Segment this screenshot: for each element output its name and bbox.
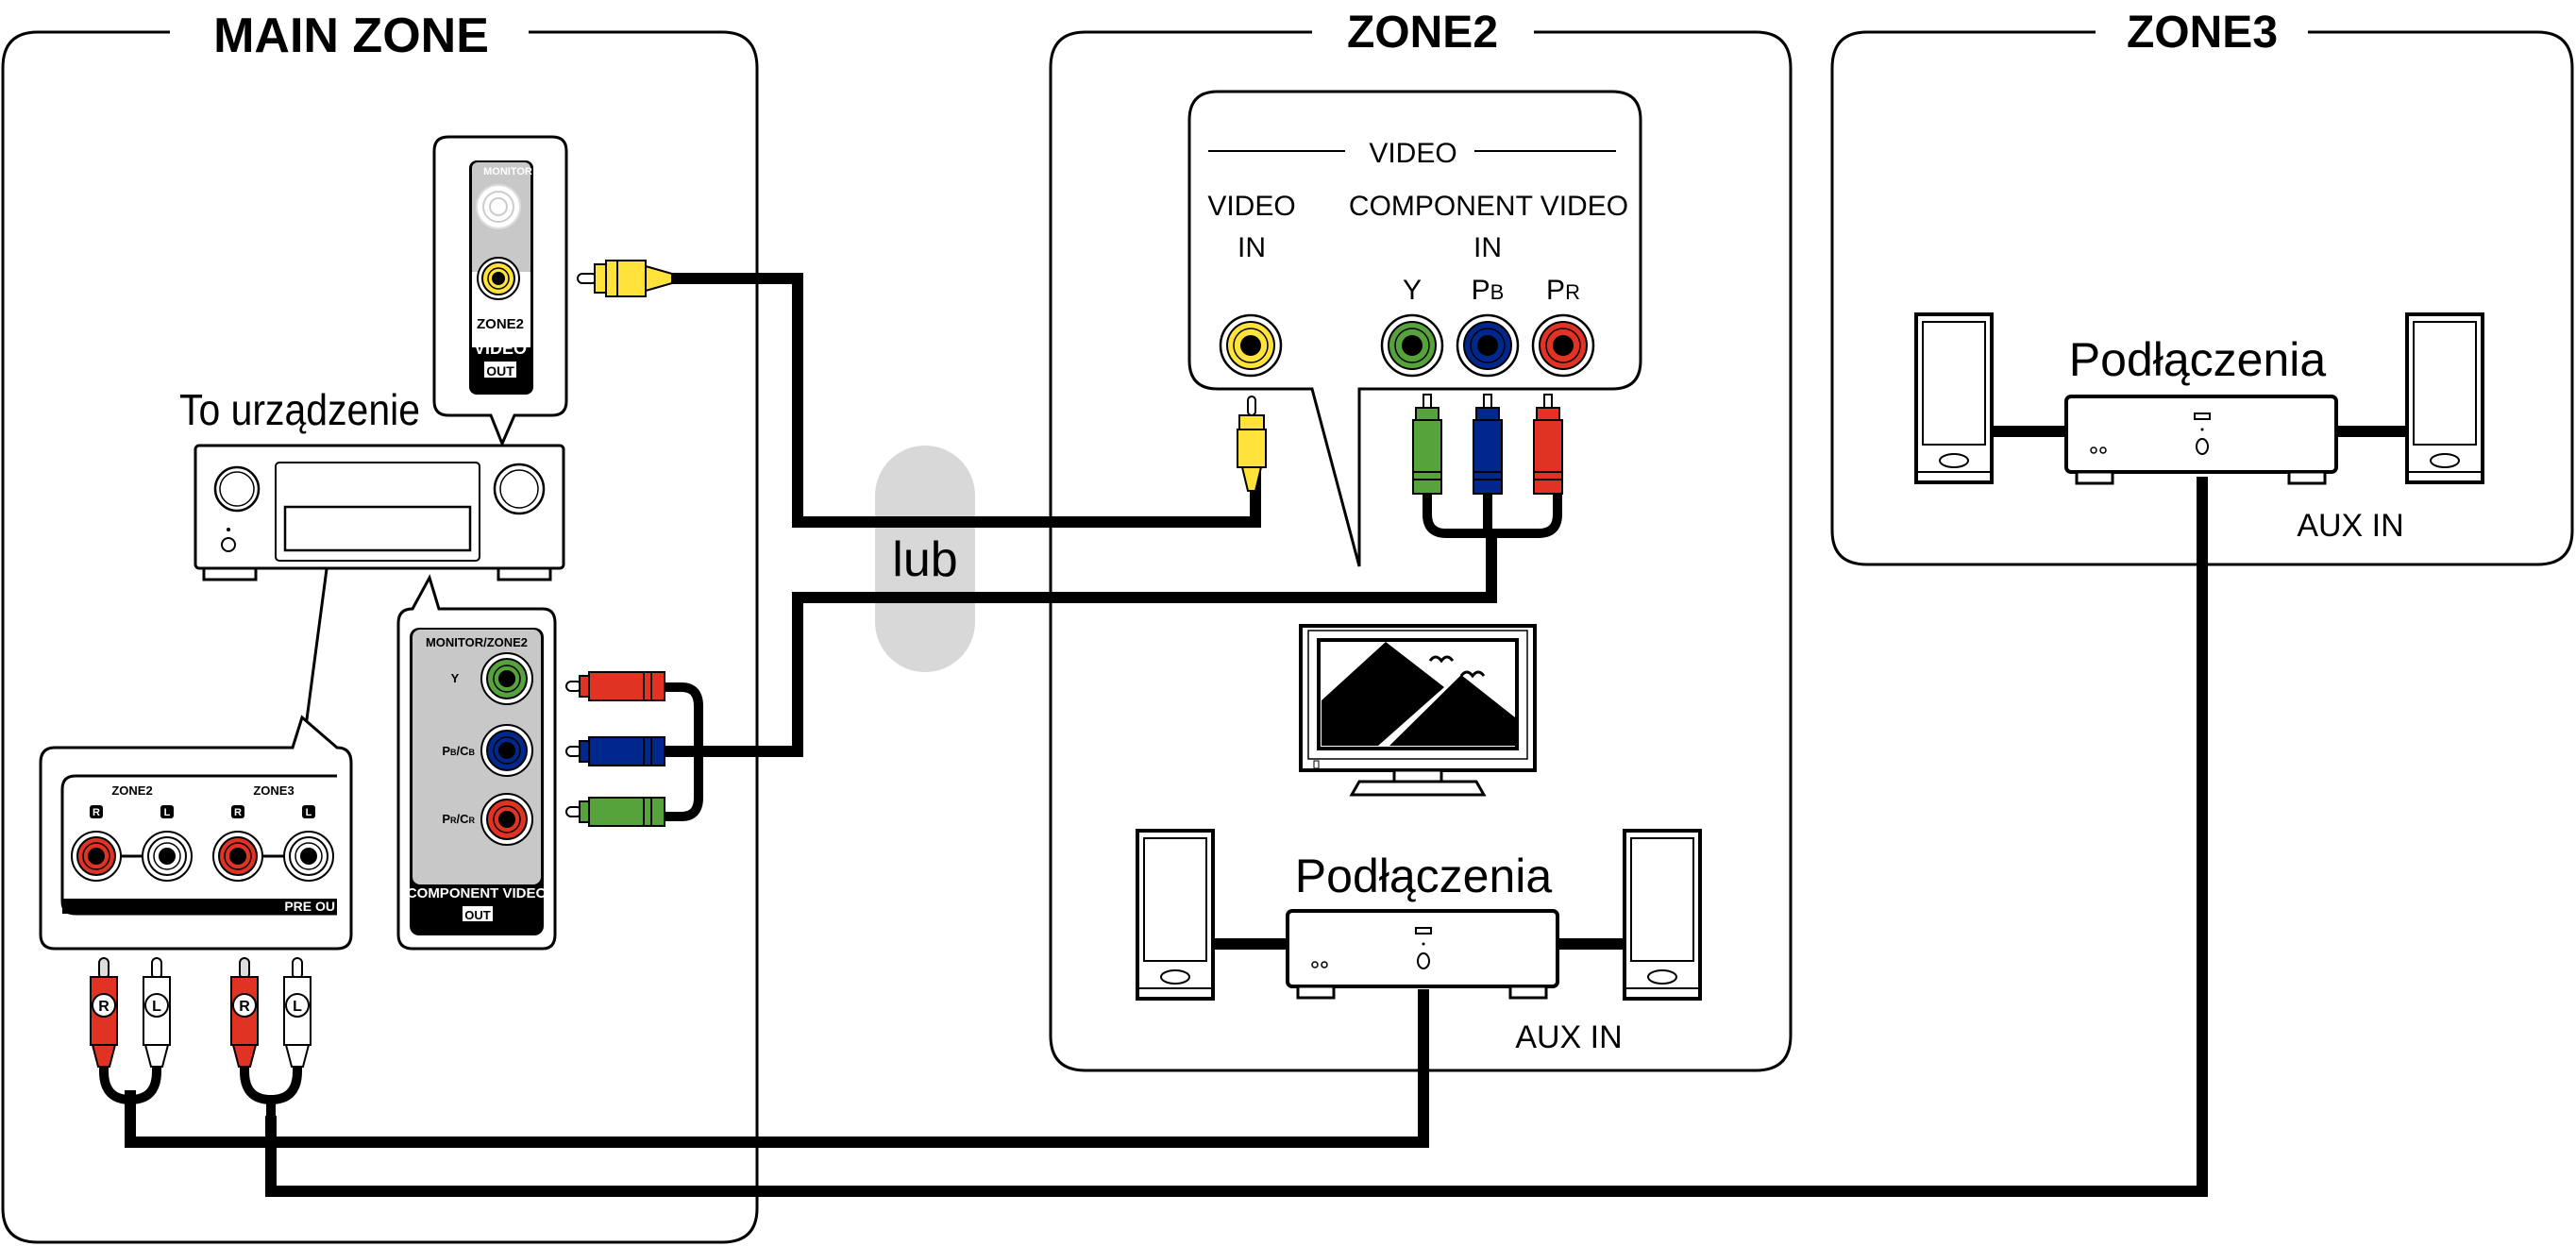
or-separator: [875, 446, 975, 672]
y-channel-label: Y: [1403, 275, 1422, 306]
zone3-amp-setup: Podłączenia AUX IN: [1914, 312, 2484, 544]
zone3-l-preout-jack: [283, 831, 334, 882]
yellow-rca-plug: [577, 260, 673, 297]
composite-video-cable: [668, 273, 1261, 528]
zone2-title: ZONE2: [1347, 8, 1498, 58]
svg-text:IN: IN: [1237, 232, 1266, 263]
zone3-title: ZONE3: [2127, 8, 2278, 58]
zone2-right-speaker-icon: [1623, 829, 1702, 1001]
component-out-callout: MONITOR/ZONE2 Y PB/CB PR/CR COMPONENT VI…: [396, 574, 557, 951]
svg-text:R: R: [239, 999, 250, 1015]
rca-plug-zone2-r: R: [90, 957, 118, 1068]
svg-text:R: R: [93, 807, 100, 818]
component-out-pr-jack: PR/CR: [442, 793, 533, 846]
component-video-cable: [665, 538, 1497, 757]
video-out-label: OUT: [486, 363, 514, 379]
zone3-amp-label: Podłączenia: [2069, 333, 2327, 386]
component-out-y-jack: Y: [451, 652, 533, 705]
zone3-audio-cable: [265, 477, 2208, 1197]
zone2-l-preout-jack: [142, 831, 193, 882]
component-out-label: OUT: [464, 908, 491, 922]
monitor-label: MONITOR: [483, 166, 532, 177]
preout-zone3-label: ZONE3: [253, 783, 294, 798]
receiver-label: To urządzenie: [179, 385, 420, 434]
pb-in-jack: [1456, 313, 1520, 378]
svg-text:PB/CB: PB/CB: [442, 744, 475, 758]
audio-rca-plugs: R L R L: [90, 957, 311, 1068]
svg-text:IN: IN: [1473, 232, 1502, 263]
video-out-callout: MONITOR ZONE2 VIDEO OUT: [432, 135, 568, 447]
component-cable-split-zone2: [1423, 491, 1562, 538]
pr-in-jack: [1531, 313, 1595, 378]
svg-text:L: L: [152, 999, 161, 1015]
pb-channel-label: PB: [1472, 275, 1505, 306]
yellow-video-plug: [1237, 396, 1267, 492]
zone2-input-plugs: [1237, 394, 1563, 495]
y-in-jack: [1380, 313, 1444, 378]
tv-icon: [1299, 624, 1537, 797]
monitor-jack-icon: [476, 184, 521, 229]
preout-label: PRE OU: [284, 899, 335, 914]
zone2-video-input-callout: VIDEO VIDEO IN COMPONENT VIDEO IN Y PB P…: [1187, 90, 1642, 567]
zone2-jack-label: ZONE2: [477, 316, 524, 332]
svg-text:R: R: [98, 999, 109, 1015]
svg-text:R: R: [234, 807, 242, 818]
zone2-amp-setup: Podłączenia AUX IN: [1136, 829, 1702, 1055]
component-header: MONITOR/ZONE2: [426, 635, 528, 649]
rca-cable-splits: [99, 1052, 302, 1133]
zone2-left-speaker-icon: [1136, 829, 1215, 1001]
zone2-amplifier-icon: [1286, 909, 1559, 1000]
zone3-aux-in-label: AUX IN: [2297, 508, 2403, 544]
component-rca-plugs: [565, 671, 665, 827]
svg-text:L: L: [164, 807, 171, 818]
component-section-label: COMPONENT VIDEO: [407, 885, 547, 901]
svg-text:PR/CR: PR/CR: [442, 812, 475, 826]
rca-plug-zone2-l: L: [143, 957, 171, 1068]
main-zone-frame: MAIN ZONE: [1, 8, 759, 1244]
zone2-aux-in-label: AUX IN: [1515, 1019, 1622, 1055]
zone3-right-speaker-icon: [2405, 312, 2484, 484]
preout-callout: PRE OU ZONE2 ZONE3 R L R L: [39, 715, 353, 951]
svg-text:L: L: [293, 999, 302, 1015]
red-video-plug: [1533, 394, 1563, 495]
zone2-video-out-jack-icon: [477, 257, 520, 300]
rca-plug-zone3-r: R: [230, 957, 259, 1068]
video-heading: VIDEO: [1369, 138, 1456, 169]
component-video-in-label: COMPONENT VIDEO: [1349, 191, 1628, 222]
green-component-plug: [565, 797, 665, 827]
video-in-jack: [1219, 313, 1283, 378]
zone2-audio-cable: [125, 989, 1429, 1148]
green-video-plug: [1412, 394, 1442, 495]
video-in-label: VIDEO: [1207, 191, 1295, 222]
svg-text:Y: Y: [451, 671, 460, 685]
preout-channel-badges: R L R L: [90, 805, 315, 818]
blue-video-plug: [1473, 394, 1503, 495]
or-label: lub: [892, 532, 957, 587]
zone2-r-preout-jack: [71, 831, 122, 882]
preout-zone2-label: ZONE2: [111, 783, 152, 798]
zone2-amp-label: Podłączenia: [1295, 850, 1553, 902]
pr-channel-label: PR: [1546, 275, 1580, 306]
zone3-amplifier-icon: [2064, 395, 2338, 485]
receiver-unit: To urządzenie: [179, 385, 565, 756]
video-section-label: VIDEO: [474, 339, 527, 358]
blue-component-plug: [565, 736, 665, 766]
zone3-r-preout-jack: [212, 831, 263, 882]
rca-plug-zone3-l: L: [283, 957, 311, 1068]
component-cable-split-main: [661, 682, 703, 821]
red-component-plug: [565, 671, 665, 701]
svg-text:L: L: [306, 807, 312, 818]
main-zone-title: MAIN ZONE: [213, 8, 489, 63]
component-out-pb-jack: PB/CB: [442, 724, 533, 777]
zone3-left-speaker-icon: [1914, 312, 1994, 484]
